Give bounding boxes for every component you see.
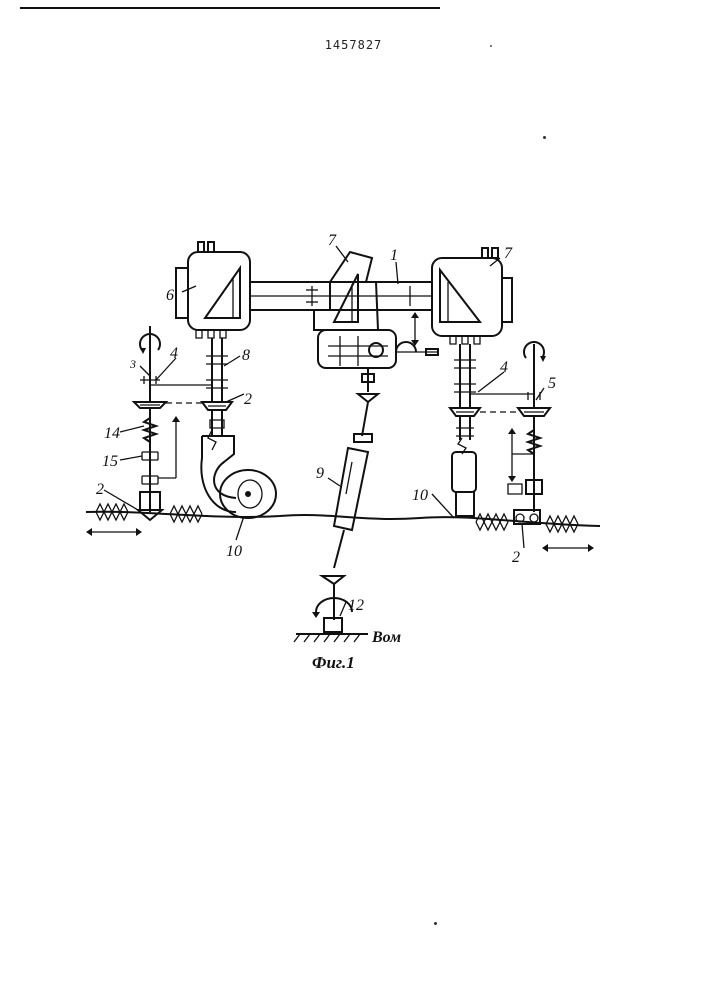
pto-box <box>324 618 342 632</box>
label-10-left: 10 <box>226 543 242 560</box>
pto-label: Вом <box>371 629 401 646</box>
label-5: 5 <box>548 375 556 392</box>
label-1: 1 <box>390 247 398 264</box>
left-gearbox-side-lug <box>176 268 188 318</box>
center-reducer <box>318 330 396 368</box>
label-7-right: 7 <box>504 245 513 262</box>
right-primary-column <box>450 344 480 516</box>
left-bevel-gear-triangle <box>205 268 240 318</box>
figure-caption: Фиг.1 <box>312 653 355 672</box>
scan-speck <box>434 922 437 925</box>
left-primary-column <box>201 338 236 512</box>
right-tine-shank <box>452 452 476 492</box>
label-4-left: 4 <box>170 345 178 362</box>
right-bevel-gear-triangle <box>440 270 480 322</box>
label-10-right: 10 <box>412 487 428 504</box>
pto-drive-shaft <box>322 368 378 620</box>
label-14: 14 <box>104 425 120 442</box>
scan-speck <box>490 45 492 47</box>
center-gearbox-housing <box>314 252 378 330</box>
label-2-right: 2 <box>512 549 520 566</box>
label-15: 15 <box>102 453 118 470</box>
label-3: 3 <box>129 357 136 371</box>
main-frame <box>176 242 512 368</box>
right-gearbox-side-lug <box>502 278 512 322</box>
left-harrow-teeth <box>86 504 202 536</box>
right-harrow-teeth <box>476 514 594 552</box>
label-7-center: 7 <box>328 232 337 249</box>
label-6: 6 <box>166 287 174 304</box>
scan-speck <box>543 136 546 139</box>
label-4-right: 4 <box>500 359 508 376</box>
reducer-gear <box>369 343 383 357</box>
left-curved-shank <box>202 436 236 498</box>
label-8: 8 <box>242 347 250 364</box>
label-12: 12 <box>348 597 364 614</box>
label-2-left: 2 <box>96 481 104 498</box>
label-2-mid: 2 <box>244 391 252 408</box>
reducer-lever <box>396 342 416 352</box>
right-gearbox-housing <box>432 258 502 336</box>
label-9: 9 <box>316 465 324 482</box>
right-auxiliary-column <box>470 342 550 524</box>
